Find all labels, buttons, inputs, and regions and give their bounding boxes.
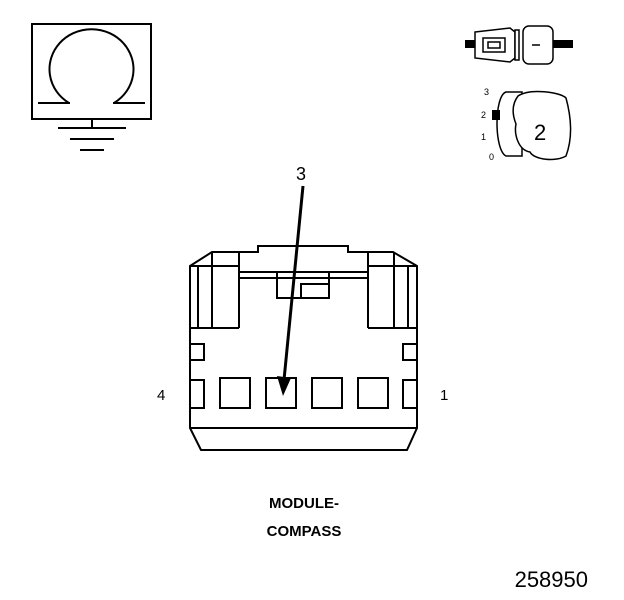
ground-omega-icon	[31, 23, 152, 151]
pin-label-left: 4	[157, 387, 165, 404]
scale-label-3: 3	[484, 87, 489, 97]
caption-line-2: COMPASS	[267, 523, 342, 540]
pin-cavity	[265, 377, 297, 409]
callout-arrow	[277, 185, 305, 396]
callout-number: 3	[296, 164, 306, 184]
pin-cavities	[189, 377, 418, 409]
scale-label-1: 1	[481, 132, 486, 142]
caption-line-1: MODULE-	[269, 495, 339, 512]
scale-label-2: 2	[481, 110, 486, 120]
pin-cavity	[311, 377, 343, 409]
pin-cavity	[402, 379, 418, 409]
pin-cavity	[219, 377, 251, 409]
connector-side-view-icon	[465, 25, 573, 161]
scale-label-0: 0	[489, 152, 494, 162]
pin-cavity	[357, 377, 389, 409]
pin-label-right: 1	[440, 387, 448, 404]
connector-face	[189, 245, 418, 451]
pin-cavity	[189, 379, 205, 409]
connector-position-number: 2	[534, 120, 546, 145]
figure-number: 258950	[515, 567, 588, 592]
